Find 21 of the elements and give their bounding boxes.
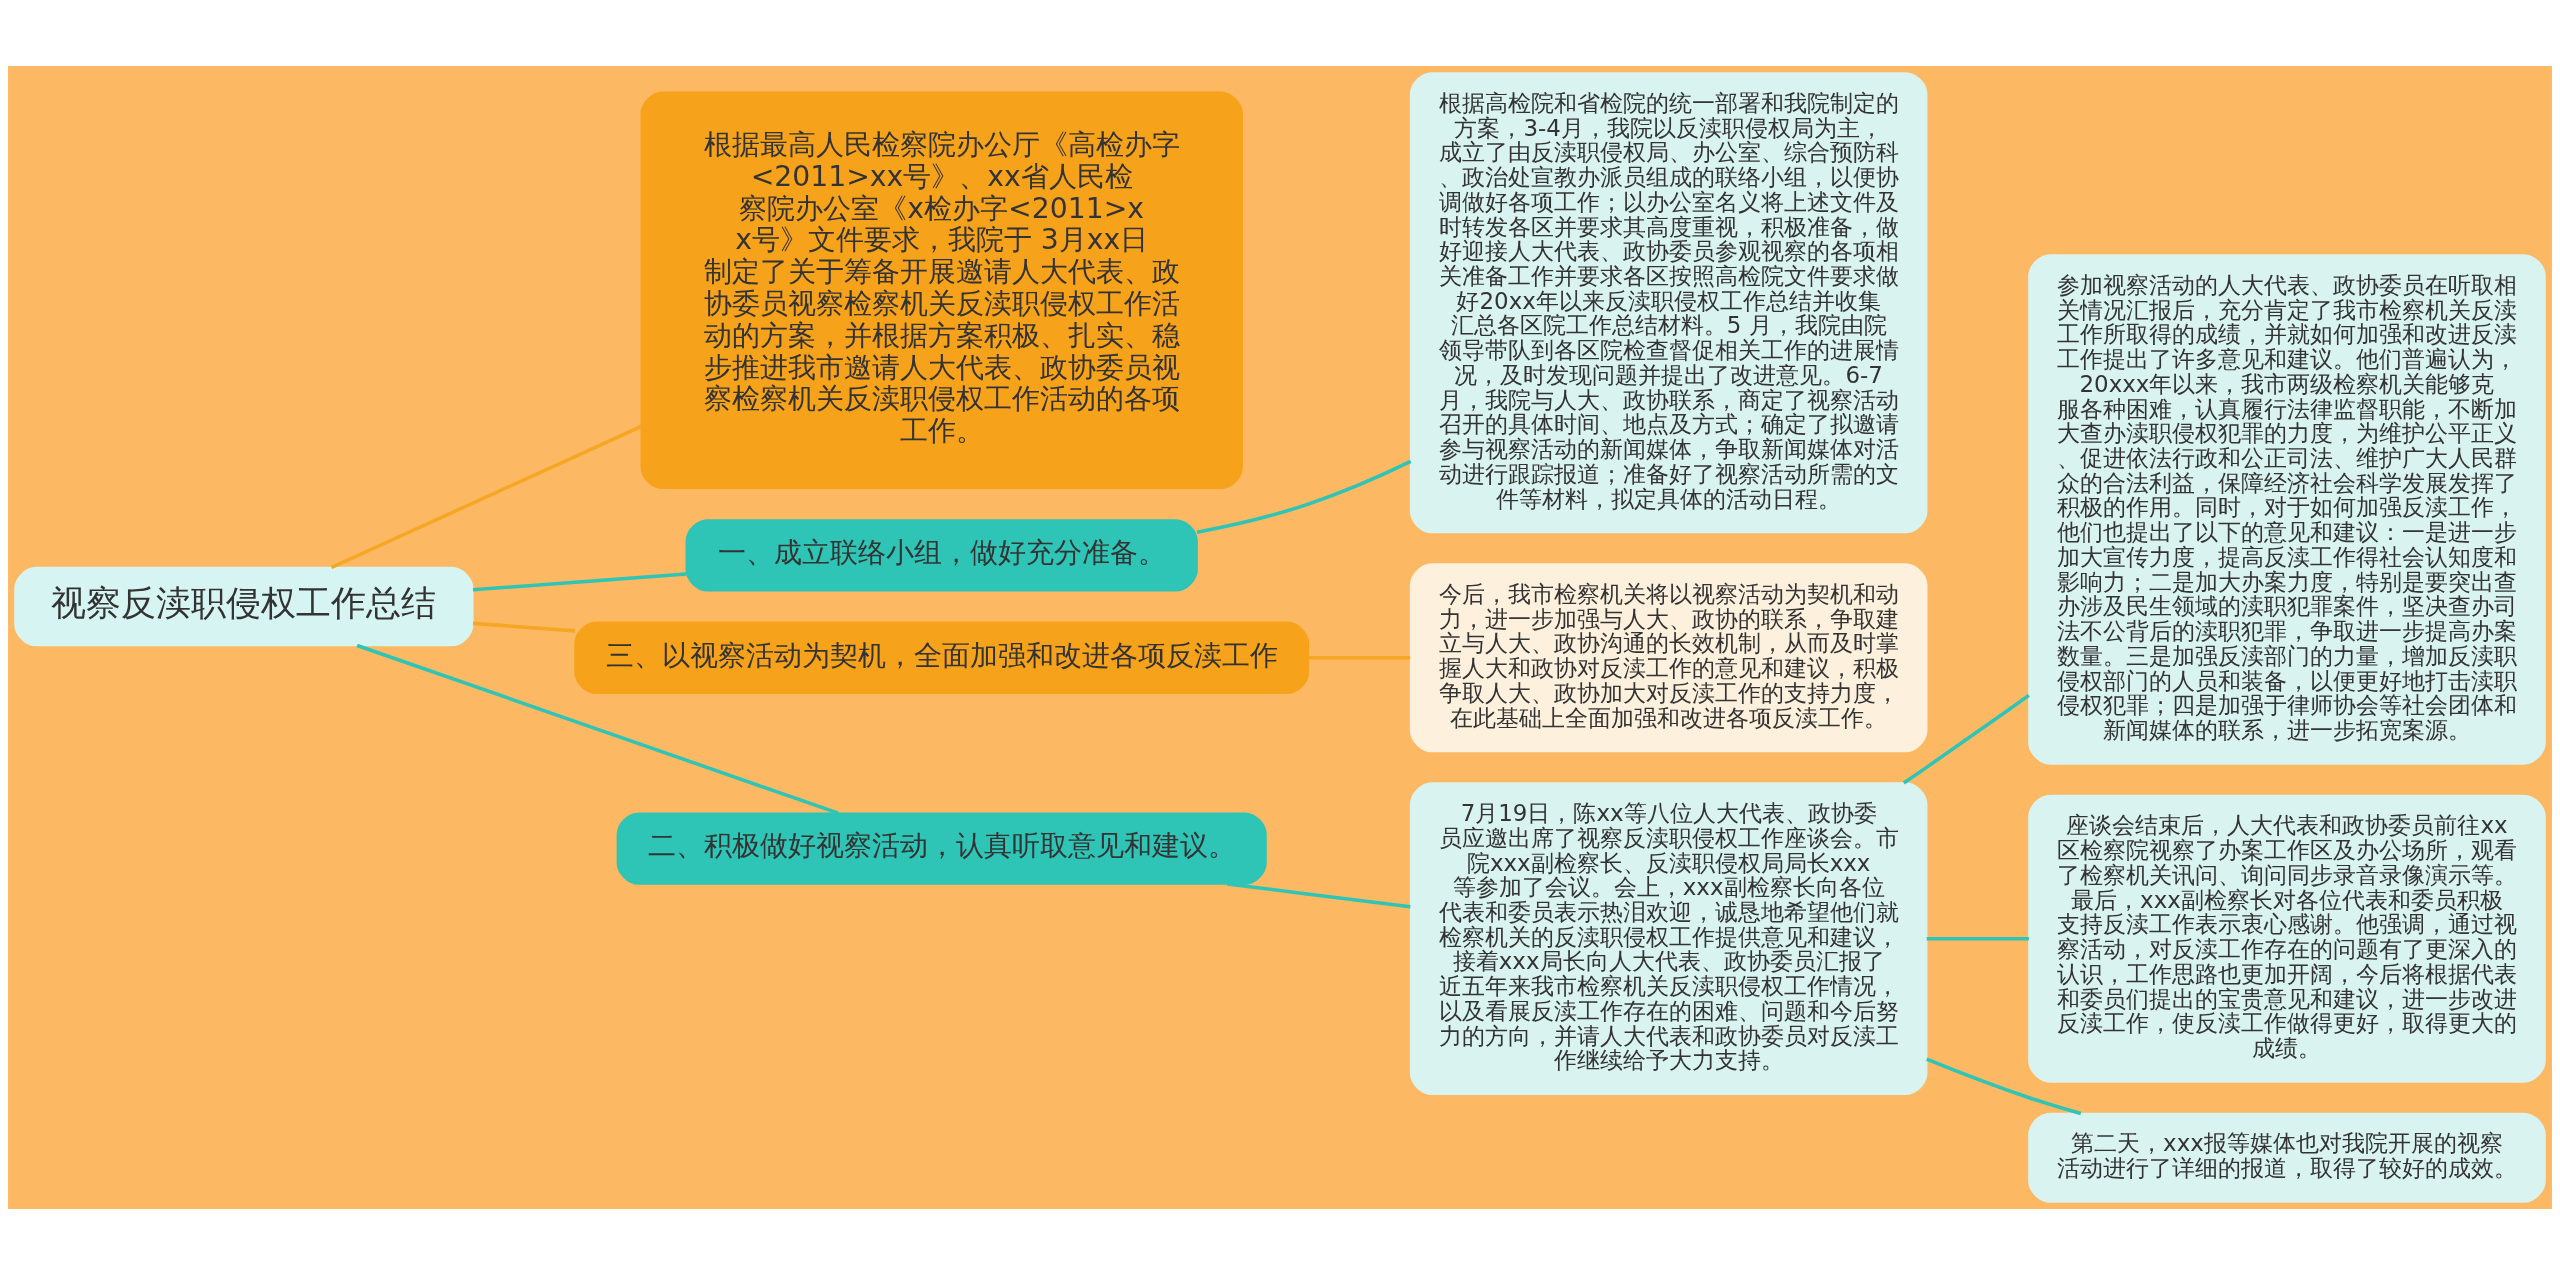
connector: [1308, 656, 1411, 660]
node-box: 根据最高人民检察院办公厅《高检办字<2011>xx号》、xx省人民检察院办公室《x检办字<2011>xx号》文件要求，我院于 3月xx日制定了关于筹备开展邀请人大代表、政协委员视察检察机关反渎职侵权工作活动的方案，并根据方案积极、扎实、稳步推进我市邀请人大代表、政协委员视察检察机关反渎职侵权工作活动的各项工作。: [640, 91, 1243, 490]
node-box: 根据高检院和省检院的统一部署和我院制定的方案，3-4月，我院以反渎职侵权局为主，成立了由反渎职侵权局、办公室、综合预防科、政治处宣教办派员组成的联络小组，以便协调做好各项工作；以办公室名义将上述文件及时转发各区并要求其高度重视，积极准备，做好迎接人大代表、政协委员参观视察的各项相关准备工作并要求各区按照高检院文件要求做好20xx年以来反渎职侵权工作总结并收集汇总各区院工作总结材料。5 月，我院由院领导带队到各区院检查督促相关工作的进展情况，及时发现问题并提出了改进意见。6-7月，我院与人大、政协联系，商定了视察活动召开的具体时间、地点及方式；确定了拟邀请参与视察活动的新闻媒体，争取新闻媒体对活动进行跟踪报道；准备好了视察活动所需的文件等材料，拟定具体的活动日程。: [1409, 72, 1928, 534]
connector: [356, 643, 839, 815]
node-box: 第二天，xxx报等媒体也对我院开展的视察活动进行了详细的报道，取得了较好的成效。: [2028, 1112, 2546, 1203]
connector: [330, 424, 642, 570]
connector: [1227, 882, 1411, 909]
node-box: 视察反渎职侵权工作总结: [14, 566, 474, 647]
node-box: 一、成立联络小组，做好充分准备。: [685, 519, 1198, 592]
node-box: 参加视察活动的人大代表、政协委员在听取相关情况汇报后，充分肯定了我市检察机关反渎工作所取得的成绩，并就如何加强和改进反渎工作提出了许多意见和建议。他们普遍认为，20xxx年以来，我市两级检察机关能够克服各种困难，认真履行法律监督职能，不断加大查办渎职侵权犯罪的力度，为维护公平正义、促进依法行政和公正司法、维护广大人民群众的合法利益，保障经济社会科学发展发挥了积极的作用。同时，对于如何加强反渎工作，他们也提出了以下的意见和建议：一是进一步加大宣传力度，提高反渎工作得社会认知度和影响力；二是加大办案力度，特别是要突出查办涉及民生领域的渎职犯罪案件，坚决查办司法不公背后的渎职犯罪，争取进一步提高办案数量。三是加强反渎部门的力量，增加反渎职侵权部门的人员和装备，以便更好地打击渎职侵权犯罪；四是加强于律师协会等社会团体和新闻媒体的联系，进一步拓宽案源。: [2028, 254, 2546, 765]
connector: [472, 572, 687, 592]
connector: [472, 621, 576, 633]
connector: [1926, 1057, 2082, 1116]
connector: [1902, 693, 2030, 785]
node-box: 7月19日，陈xx等八位人大代表、政协委员应邀出席了视察反渎职侵权工作座谈会。市院xxx副检察长、反渎职侵权局局长xxx等参加了会议。会上，xxx副检察长向各位代表和委员表示热泪欢迎，诚恳地希望他们就检察机关的反渎职侵权工作提供意见和建议，接着xxx局长向人大代表、政协委员汇报了近五年来我市检察机关反渎职侵权工作情况，以及看展反渎工作存在的困难、问题和今后努力的方向，并请人大代表和政协委员对反渎工作继续给予大力支持。: [1409, 782, 1928, 1096]
node-box: 座谈会结束后，人大代表和政协委员前往xx区检察院视察了办案工作区及办公场所，观看了检察机关讯问、询问同步录音录像演示等。最后，xxx副检察长对各位代表和委员积极支持反渎工作表示衷心感谢。他强调，通过视察活动，对反渎工作存在的问题有了更深入的认识，工作思路也更加开阔，今后将根据代表和委员们提出的宝贵意见和建议，进一步改进反渎工作，使反渎工作做得更好，取得更大的成绩。: [2028, 794, 2546, 1083]
connector: [1926, 936, 2029, 941]
node-box: 三、以视察活动为契机，全面加强和改进各项反渎工作: [574, 621, 1310, 695]
connector: [1196, 459, 1412, 534]
node-box: 今后，我市检察机关将以视察活动为契机和动力，进一步加强与人大、政协的联系，争取建立与人大、政协沟通的长效机制，从而及时掌握人大和政协对反渎工作的意见和建议，积极争取人大、政协加大对反渎工作的支持力度，在此基础上全面加强和改进各项反渎工作。: [1409, 563, 1928, 753]
node-box: 二、积极做好视察活动，认真听取意见和建议。: [616, 812, 1267, 885]
